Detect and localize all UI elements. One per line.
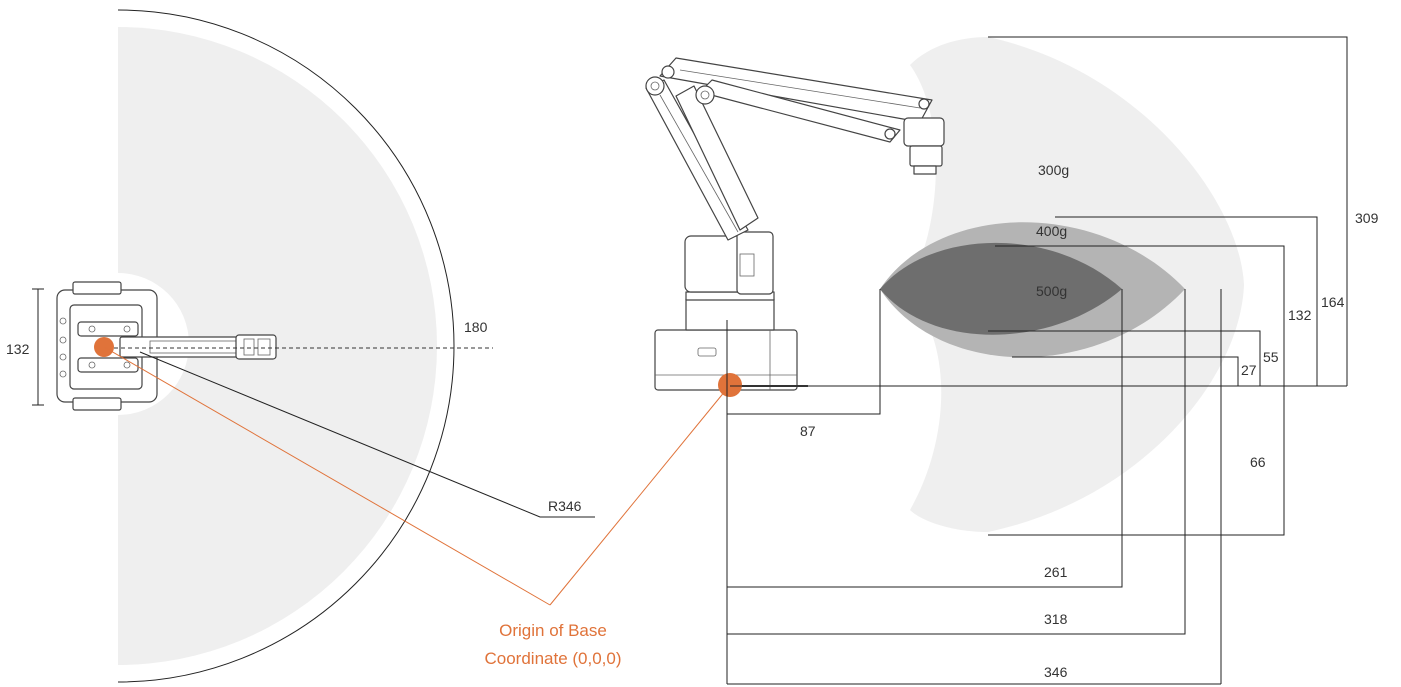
top-view-outer-radius-label: R346	[548, 498, 582, 514]
height-132-label: 132	[1288, 307, 1312, 323]
depth-66-label: 66	[1250, 454, 1266, 470]
top-view-workspace-zone	[118, 27, 437, 665]
top-view-radius-leader	[139, 351, 595, 518]
origin-leader-left	[103, 346, 551, 606]
height-55-label: 55	[1263, 349, 1279, 365]
height-55-dimension	[988, 330, 1261, 386]
top-view-width-label: 132	[6, 341, 30, 357]
origin-leader-right	[549, 384, 731, 606]
payload-label-400g: 400g	[1036, 223, 1067, 239]
reach-261-label: 261	[1044, 564, 1068, 580]
offset-87-label: 87	[800, 423, 816, 439]
side-view-robot-arm	[645, 57, 945, 391]
height-132-dimension	[988, 245, 1285, 536]
origin-label-line1: Origin of Base	[499, 621, 607, 640]
top-view-width-dimension	[32, 288, 44, 406]
height-27-label: 27	[1241, 362, 1257, 378]
top-view-outer-arc	[117, 9, 455, 683]
side-view-workspace-zone-500g	[880, 242, 1122, 335]
reach-346-label: 346	[1044, 664, 1068, 680]
side-view: 300g 400g 500g	[645, 36, 1379, 685]
reach-261-dimension	[727, 289, 1123, 588]
payload-label-300g: 300g	[1038, 162, 1069, 178]
height-309-dimension	[988, 36, 1348, 386]
origin-callout: Origin of Base Coordinate (0,0,0)	[103, 346, 731, 668]
top-view-inner-radius-label: 180	[464, 319, 488, 335]
top-view: 132 180 R346	[6, 9, 595, 683]
height-164-dimension	[1055, 216, 1318, 386]
offset-87-dimension	[727, 289, 881, 415]
reach-318-dimension	[727, 289, 1186, 635]
reach-318-label: 318	[1044, 611, 1068, 627]
payload-label-500g: 500g	[1036, 283, 1067, 299]
side-view-origin-marker	[718, 373, 742, 397]
height-309-label: 309	[1355, 210, 1379, 226]
top-view-robot-arm	[119, 334, 277, 360]
origin-label-line2: Coordinate (0,0,0)	[484, 649, 621, 668]
height-27-dimension	[1012, 356, 1239, 386]
height-164-label: 164	[1321, 294, 1345, 310]
